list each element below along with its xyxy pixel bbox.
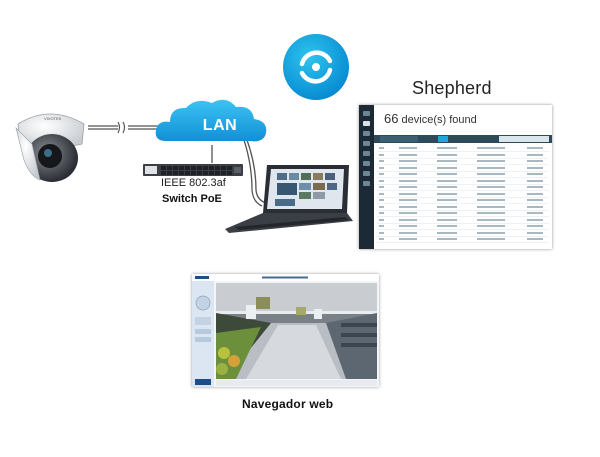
supermarket-image xyxy=(216,283,377,379)
device-row[interactable] xyxy=(377,223,549,230)
vivotek-logo-icon xyxy=(195,276,308,279)
laptop xyxy=(225,165,353,233)
shepherd-sidebar xyxy=(359,105,374,249)
device-count-text: 66 device(s) found xyxy=(384,111,477,126)
ptz-control-icon xyxy=(195,295,211,385)
device-count: 66 xyxy=(384,111,399,126)
browser-sidebar xyxy=(192,281,214,387)
device-row[interactable] xyxy=(377,236,549,243)
device-row[interactable] xyxy=(377,191,549,198)
shepherd-search-input[interactable] xyxy=(380,136,418,142)
device-row[interactable] xyxy=(377,145,549,152)
switch-standard-label: IEEE 802.3af xyxy=(161,177,226,189)
lan-label: LAN xyxy=(202,117,238,134)
lan-cloud xyxy=(155,99,267,142)
browser-window xyxy=(192,274,379,387)
sync-icon xyxy=(299,50,333,84)
poe-switch xyxy=(143,164,243,176)
camera-live-view xyxy=(216,283,377,379)
browser-title-bar xyxy=(192,274,379,281)
shepherd-action-button[interactable] xyxy=(438,136,448,142)
device-row[interactable] xyxy=(377,152,549,159)
device-row[interactable] xyxy=(377,158,549,165)
device-row[interactable] xyxy=(377,171,549,178)
device-row[interactable] xyxy=(377,204,549,211)
device-row[interactable] xyxy=(377,178,549,185)
svg-text:VIVOTEK: VIVOTEK xyxy=(44,116,62,121)
device-row[interactable] xyxy=(377,230,549,237)
device-row[interactable] xyxy=(377,165,549,172)
device-count-suffix: device(s) found xyxy=(401,114,477,126)
browser-label: Navegador web xyxy=(242,397,334,411)
dome-camera: VIVOTEK xyxy=(15,113,85,182)
shepherd-logo xyxy=(283,34,349,100)
device-row[interactable] xyxy=(377,210,549,217)
shepherd-toolbar xyxy=(374,135,552,143)
device-table xyxy=(377,145,549,245)
switch-name-label: Switch PoE xyxy=(162,193,222,205)
shepherd-view-tabs[interactable] xyxy=(499,136,549,142)
device-row[interactable] xyxy=(377,184,549,191)
shepherd-title: Shepherd xyxy=(412,78,492,98)
browser-status-bar xyxy=(216,380,377,386)
device-row[interactable] xyxy=(377,217,549,224)
device-row[interactable] xyxy=(377,197,549,204)
shepherd-window: 66 device(s) found xyxy=(359,105,552,249)
shepherd-header: 66 device(s) found xyxy=(374,105,552,135)
